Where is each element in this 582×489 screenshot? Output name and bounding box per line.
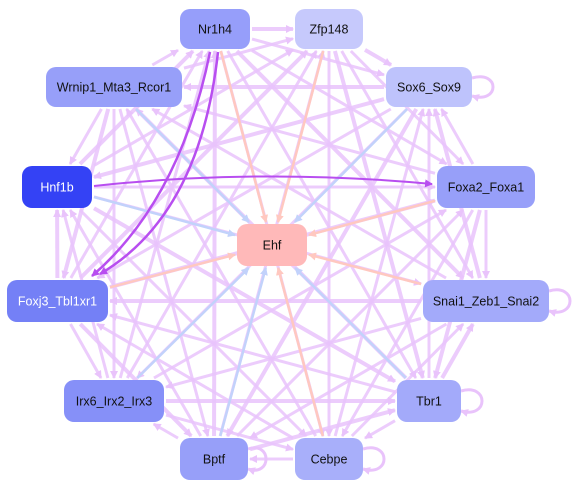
edge-sox6-foxj3: [96, 107, 392, 280]
node-label: Bptf: [203, 453, 226, 467]
edge-tbr1-cebpe: [364, 419, 396, 440]
node-sox6[interactable]: Sox6_Sox9: [386, 67, 472, 107]
node-box: [7, 280, 108, 322]
edge-wrnip1-ehf: [135, 108, 250, 223]
node-nr1h4[interactable]: Nr1h4: [180, 9, 250, 49]
node-foxj3[interactable]: Foxj3_Tbl1xr1: [7, 280, 108, 322]
edge-foxj3-tbr1: [109, 313, 396, 394]
node-box: [423, 280, 549, 322]
edge-zfp148-wrnip1: [183, 36, 294, 70]
node-zfp148[interactable]: Zfp148: [295, 9, 363, 49]
edge-hnf1b-ehf: [93, 195, 236, 238]
self-loop-tbr1: [460, 388, 484, 417]
node-label: Foxj3_Tbl1xr1: [18, 295, 97, 309]
node-box: [386, 67, 472, 107]
self-loop-snai1: [548, 288, 572, 317]
edge-sox6-hnf1b: [93, 97, 385, 180]
node-box: [180, 9, 250, 49]
node-wrnip1[interactable]: Wrnip1_Mta3_Rcor1: [46, 67, 182, 107]
edge-sox6-foxa2: [440, 108, 475, 165]
node-label: Wrnip1_Mta3_Rcor1: [57, 81, 171, 95]
edge-nr1h4-ehf: [219, 50, 269, 223]
edge-nr1h4-tbr1: [226, 50, 418, 379]
node-box: [295, 9, 363, 49]
edge-irx6-ehf: [136, 267, 250, 379]
node-cebpe[interactable]: Cebpe: [295, 438, 363, 480]
edge-sox6-ehf: [293, 108, 409, 223]
node-irx6[interactable]: Irx6_Irx2_Irx3: [64, 380, 164, 422]
node-tbr1[interactable]: Tbr1: [397, 380, 461, 422]
edge-wrnip1-cebpe: [125, 108, 318, 437]
edge-wrnip1-hnf1b: [68, 108, 103, 165]
self-loop-cebpe: [362, 446, 386, 475]
node-box: [237, 224, 307, 266]
edge-snai1-irx6: [165, 317, 422, 390]
node-box: [397, 380, 461, 422]
node-label: Zfp148: [310, 23, 349, 37]
node-label: Irx6_Irx2_Irx3: [76, 395, 152, 409]
node-box: [64, 380, 164, 422]
edge-snai1-tbr1: [440, 323, 475, 379]
edge-foxj3-cebpe: [96, 322, 294, 440]
node-ehf[interactable]: Ehf: [237, 224, 307, 266]
node-label: Cebpe: [311, 453, 348, 467]
edge-sox6-bptf: [225, 107, 419, 438]
node-label: Nr1h4: [198, 23, 232, 37]
node-hnf1b[interactable]: Hnf1b: [22, 166, 92, 208]
node-label: Sox6_Sox9: [397, 81, 461, 95]
node-box: [22, 166, 92, 208]
node-label: Snai1_Zeb1_Snai2: [433, 295, 539, 309]
edge-layer: [53, 25, 572, 476]
edge-zfp148-irx6: [125, 50, 318, 379]
edge-foxa2-ehf: [308, 199, 436, 238]
edge-strong-nr1h4-foxj3: [99, 51, 220, 276]
edge-irx6-bptf: [152, 422, 179, 440]
edge-foxa2-irx6: [153, 208, 447, 380]
node-box: [180, 438, 248, 480]
edge-foxj3-irx6: [69, 323, 103, 379]
edge-bptf-ehf: [219, 267, 268, 437]
self-loop-sox6: [471, 75, 495, 102]
edge-strong-hnf1b-foxa2: [93, 175, 433, 188]
edge-cebpe-ehf: [276, 267, 325, 437]
self-loop-bptf: [247, 446, 268, 476]
edge-snai1-ehf: [308, 252, 422, 286]
node-label: Hnf1b: [40, 181, 73, 195]
node-label: Foxa2_Foxa1: [448, 181, 524, 195]
node-label: Tbr1: [416, 395, 442, 409]
node-bptf[interactable]: Bptf: [180, 438, 248, 480]
edge-foxj3-ehf: [109, 252, 236, 289]
node-snai1[interactable]: Snai1_Zeb1_Snai2: [423, 280, 549, 322]
edge-nr1h4-bptf: [210, 50, 219, 437]
node-box: [437, 166, 535, 208]
edge-zfp148-sox6: [363, 48, 393, 67]
edge-tbr1-ehf: [294, 267, 407, 379]
node-foxa2[interactable]: Foxa2_Foxa1: [437, 166, 535, 208]
edge-strong-nr1h4-foxj3: [91, 51, 212, 277]
node-box: [295, 438, 363, 480]
edge-zfp148-ehf: [275, 50, 325, 223]
node-label: Ehf: [263, 239, 282, 253]
edge-nr1h4-wrnip1: [151, 48, 179, 67]
edge-tbr1-bptf: [249, 408, 396, 452]
node-box: [46, 67, 182, 107]
edge-wrnip1-foxa2: [183, 103, 436, 175]
edge-snai1-bptf: [249, 322, 448, 440]
